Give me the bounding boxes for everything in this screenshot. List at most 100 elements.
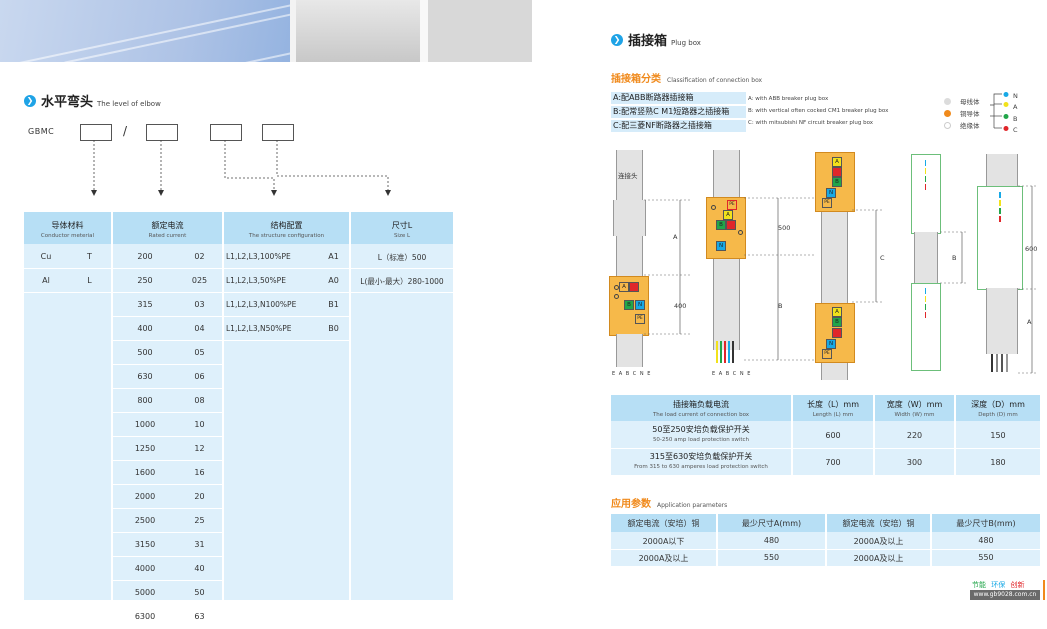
current-value: 400 [137, 324, 153, 333]
structure-code: B0 [328, 324, 339, 333]
box-letter-c [726, 220, 736, 230]
current-value: 1600 [134, 468, 156, 477]
current-code: 40 [194, 564, 205, 573]
structure-code: A0 [328, 276, 339, 285]
app-cell: 2000A及以上 [638, 554, 689, 563]
dim-lines-1 [644, 199, 690, 335]
box-letter-b: B [832, 177, 842, 187]
strip [925, 176, 926, 182]
box-letter-b: B [716, 220, 726, 230]
code-box-size [262, 124, 294, 141]
strip [925, 168, 926, 174]
current-code: 31 [194, 540, 205, 549]
box-dot [711, 205, 716, 210]
dim-b-label-2: B [952, 254, 957, 262]
app-cell: 480 [978, 536, 994, 545]
slogan-3: 创新 [1010, 581, 1025, 589]
app-cell: 550 [763, 553, 780, 562]
dim-500-label: 500 [778, 224, 791, 232]
structure-desc: L1,L2,L3,50%PE [226, 276, 286, 285]
current-value: 250 [137, 276, 153, 285]
strip [925, 312, 926, 318]
current-value: 500 [137, 348, 153, 357]
wire [991, 354, 993, 372]
strip [925, 160, 926, 166]
wire [1006, 354, 1008, 372]
box-letter-a: A [832, 307, 842, 317]
diagram5-bar-top [986, 154, 1018, 186]
current-value: 2500 [134, 516, 156, 525]
strip [925, 296, 926, 302]
diagram4-box-bottom [911, 283, 941, 371]
strip [999, 200, 1001, 206]
current-value: 3150 [134, 540, 156, 549]
diagram1-joint [613, 200, 646, 236]
box-dot [738, 230, 743, 235]
code-slash: / [123, 124, 128, 138]
current-code: 08 [194, 396, 205, 405]
strip [999, 216, 1001, 222]
current-code: 10 [194, 420, 205, 429]
box-letter-c [832, 328, 842, 338]
app-cell: 550 [978, 553, 994, 562]
plugbox-title-en: Plug box [671, 39, 701, 47]
class-option-b: B:配常竖熟C M1短路器之插接箱 [611, 106, 746, 118]
app-cell: 480 [763, 536, 780, 545]
size-value: L（标准）500 [377, 253, 427, 262]
code-prefix: GBMC [28, 127, 55, 136]
app-cell: 2000A及以上 [853, 554, 904, 563]
app-cell: 2000A以下 [642, 537, 685, 546]
strip [925, 288, 926, 294]
box-letter-b: B [624, 300, 634, 310]
current-code: 025 [191, 276, 208, 285]
diagram1-connector [616, 150, 643, 201]
box-letter-n: N [826, 188, 836, 198]
app-cell: 2000A及以上 [853, 537, 904, 546]
current-code: 12 [194, 444, 205, 453]
wire-labels-2: E A B C N E [712, 371, 752, 377]
dim-600-label: 600 [1025, 245, 1038, 253]
arrow-bullet-icon: ❯ [611, 33, 623, 46]
box-dot [614, 294, 619, 299]
legend-swatch-busbar [944, 97, 951, 105]
material-name: Cu [40, 252, 52, 261]
box-letter-c [629, 282, 639, 292]
current-code: 05 [194, 348, 205, 357]
phase-legend [990, 92, 1009, 131]
current-value: 5000 [134, 588, 156, 597]
strip [999, 208, 1001, 214]
dim-a-label-2: A [1027, 318, 1032, 326]
code-connectors [91, 140, 391, 196]
structure-desc: L1,L2,L3,N50%PE [226, 324, 292, 333]
box-letter-c [832, 167, 842, 177]
diagram5-bar-bottom [986, 288, 1018, 354]
header-photo [0, 0, 532, 62]
current-code: 02 [194, 252, 205, 261]
material-code: T [87, 252, 92, 261]
wire [1001, 354, 1003, 372]
material-legend: 母线体 铜导体 绝缘体 [944, 95, 980, 131]
current-value: 2000 [134, 492, 156, 501]
wire [716, 341, 718, 363]
box-letter-a: A [832, 157, 842, 167]
current-code: 16 [194, 468, 205, 477]
slogan-2: 环保 [991, 581, 1006, 589]
box-letter-n: N [716, 241, 726, 251]
current-value: 1000 [134, 420, 156, 429]
wire [732, 341, 734, 363]
dim-lines-5 [1018, 185, 1038, 374]
box-letter-n: N [635, 300, 645, 310]
app-header: 最少尺寸A(mm) [741, 519, 802, 528]
diagram1-bar-bottom [616, 334, 643, 367]
current-value: 630 [137, 372, 153, 381]
